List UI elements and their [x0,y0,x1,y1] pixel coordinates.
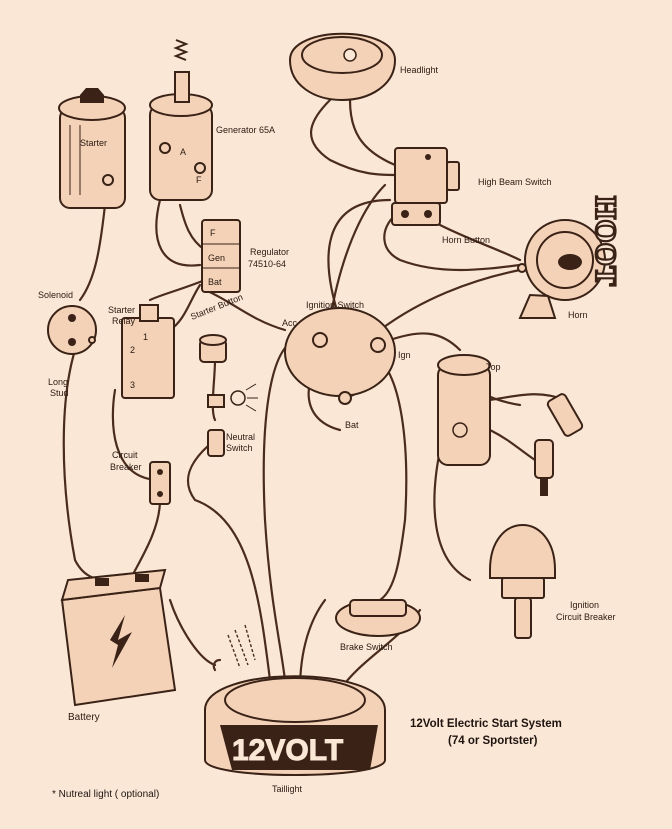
starter-relay: 1 2 3 Starter Relay [108,304,175,399]
generator: A F Generator 65A [149,39,275,201]
neutral-switch: Neutral Switch [207,383,258,457]
horn-button-label: Horn Button [442,235,490,245]
starter-label: Starter [80,138,107,148]
diagram-title-line1: 12Volt Electric Start System [410,718,562,730]
ignition-ign-terminal: Ign [398,350,411,360]
long-stud-label-line1: Long [48,377,68,387]
ignition-switch-label: Ignition Switch [306,300,364,310]
generator-label: Generator 65A [216,125,275,135]
ignition-switch: Ignition Switch Acc Ign Bat [282,300,411,430]
regulator-model: 74510-64 [248,259,286,269]
horn: Horn HOOT [517,195,623,320]
regulator: F Gen Bat Regulator 74510-64 [201,219,289,293]
brake-switch-label: Brake Switch [340,642,393,652]
regulator-gen-terminal: Gen [208,253,225,263]
coil-top-label: Top [486,362,501,372]
horn-button: Horn Button [391,202,490,245]
ignition-bat-terminal: Bat [345,420,359,430]
relay-terminal-1: 1 [143,332,148,342]
battery-label: Battery [68,712,100,723]
taillight-label: Taillight [272,784,303,794]
generator-f-terminal: F [196,175,202,185]
circuit-breaker: Circuit Breaker [110,450,171,505]
circuit-breaker-label-line1: Circuit [112,450,138,460]
starter-button: Starter Button [189,292,244,363]
relay-terminal-2: 2 [130,345,135,355]
neutral-switch-label-line1: Neutral [226,432,255,442]
regulator-f-terminal: F [210,228,216,238]
neutral-switch-label-line2: Switch [226,443,253,453]
ignition-cb-label-line1: Ignition [570,600,599,610]
starter-relay-label-line1: Starter [108,305,135,315]
spark-plugs [534,393,584,496]
ignition-circuit-breaker: Ignition Circuit Breaker [489,524,616,639]
footnote: * Nutreal light ( optional) [52,789,159,800]
headlight-label: Headlight [400,65,439,75]
regulator-label: Regulator [250,247,289,257]
taillight-badge: 12VOLT [232,734,343,767]
high-beam-switch-label: High Beam Switch [478,177,552,187]
long-stud-label-line2: Stud [50,388,69,398]
solenoid-label: Solenoid [38,290,73,300]
headlight: Headlight [288,32,439,102]
hoot-text: HOOT [589,196,622,286]
ignition-coil: Top [437,354,501,466]
ignition-acc-terminal: Acc [282,318,298,328]
solenoid: Solenoid Long Stud [38,290,97,398]
horn-label: Horn [568,310,588,320]
relay-terminal-3: 3 [130,380,135,390]
generator-a-terminal: A [180,147,186,157]
starter-relay-label-line2: Relay [112,316,136,326]
circuit-breaker-label-line2: Breaker [110,462,142,472]
high-beam-switch: High Beam Switch [394,147,552,204]
starter: Starter [58,88,126,209]
regulator-bat-terminal: Bat [208,277,222,287]
diagram-title-line2: (74 or Sportster) [448,735,538,747]
brake-switch: Brake Switch [335,599,421,652]
battery: Battery [60,568,177,723]
ignition-cb-label-line2: Circuit Breaker [556,612,616,622]
taillight: 12VOLT Taillight [204,675,386,794]
